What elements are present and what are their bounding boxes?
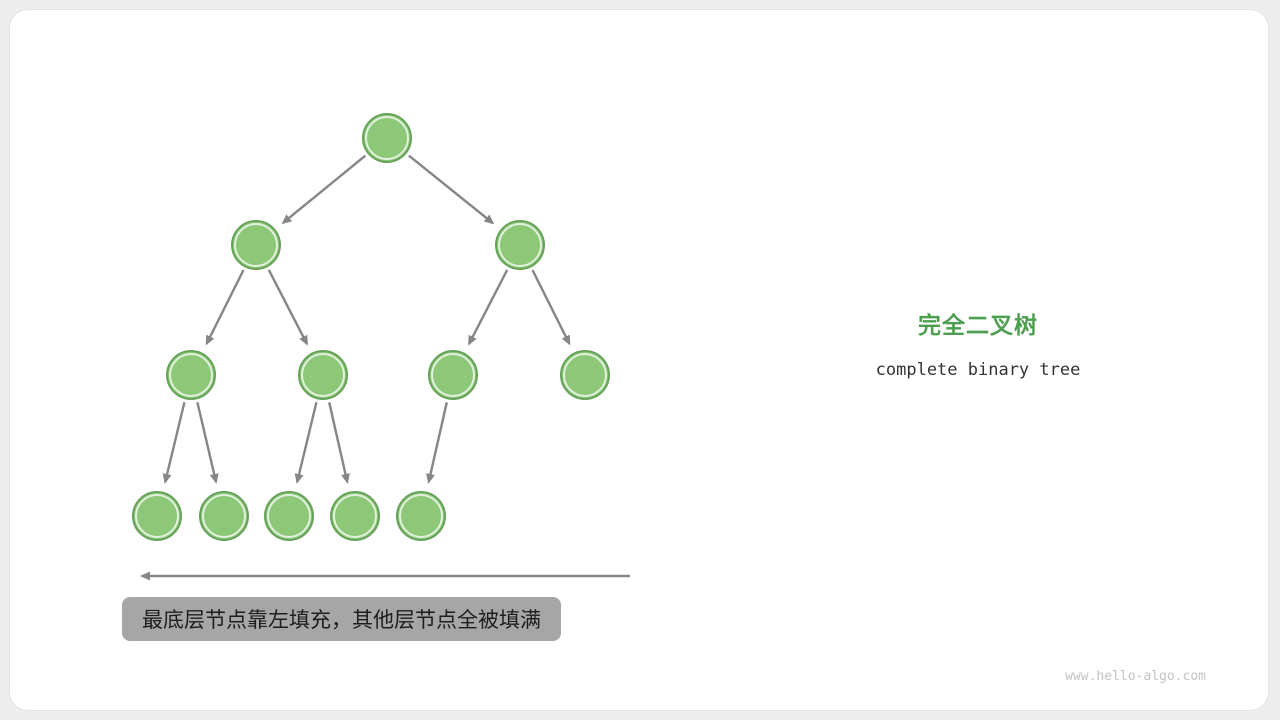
figure-card: 完全二叉树 complete binary tree 最底层节点靠左填充，其他层… bbox=[10, 10, 1268, 710]
figure-title-en: complete binary tree bbox=[875, 360, 1081, 380]
figure-title-zh: 完全二叉树 bbox=[918, 312, 1038, 338]
caption-box: 最底层节点靠左填充，其他层节点全被填满 bbox=[122, 597, 561, 641]
watermark: www.hello-algo.com bbox=[1065, 669, 1206, 684]
figure-title-block: 完全二叉树 complete binary tree bbox=[828, 306, 1128, 380]
